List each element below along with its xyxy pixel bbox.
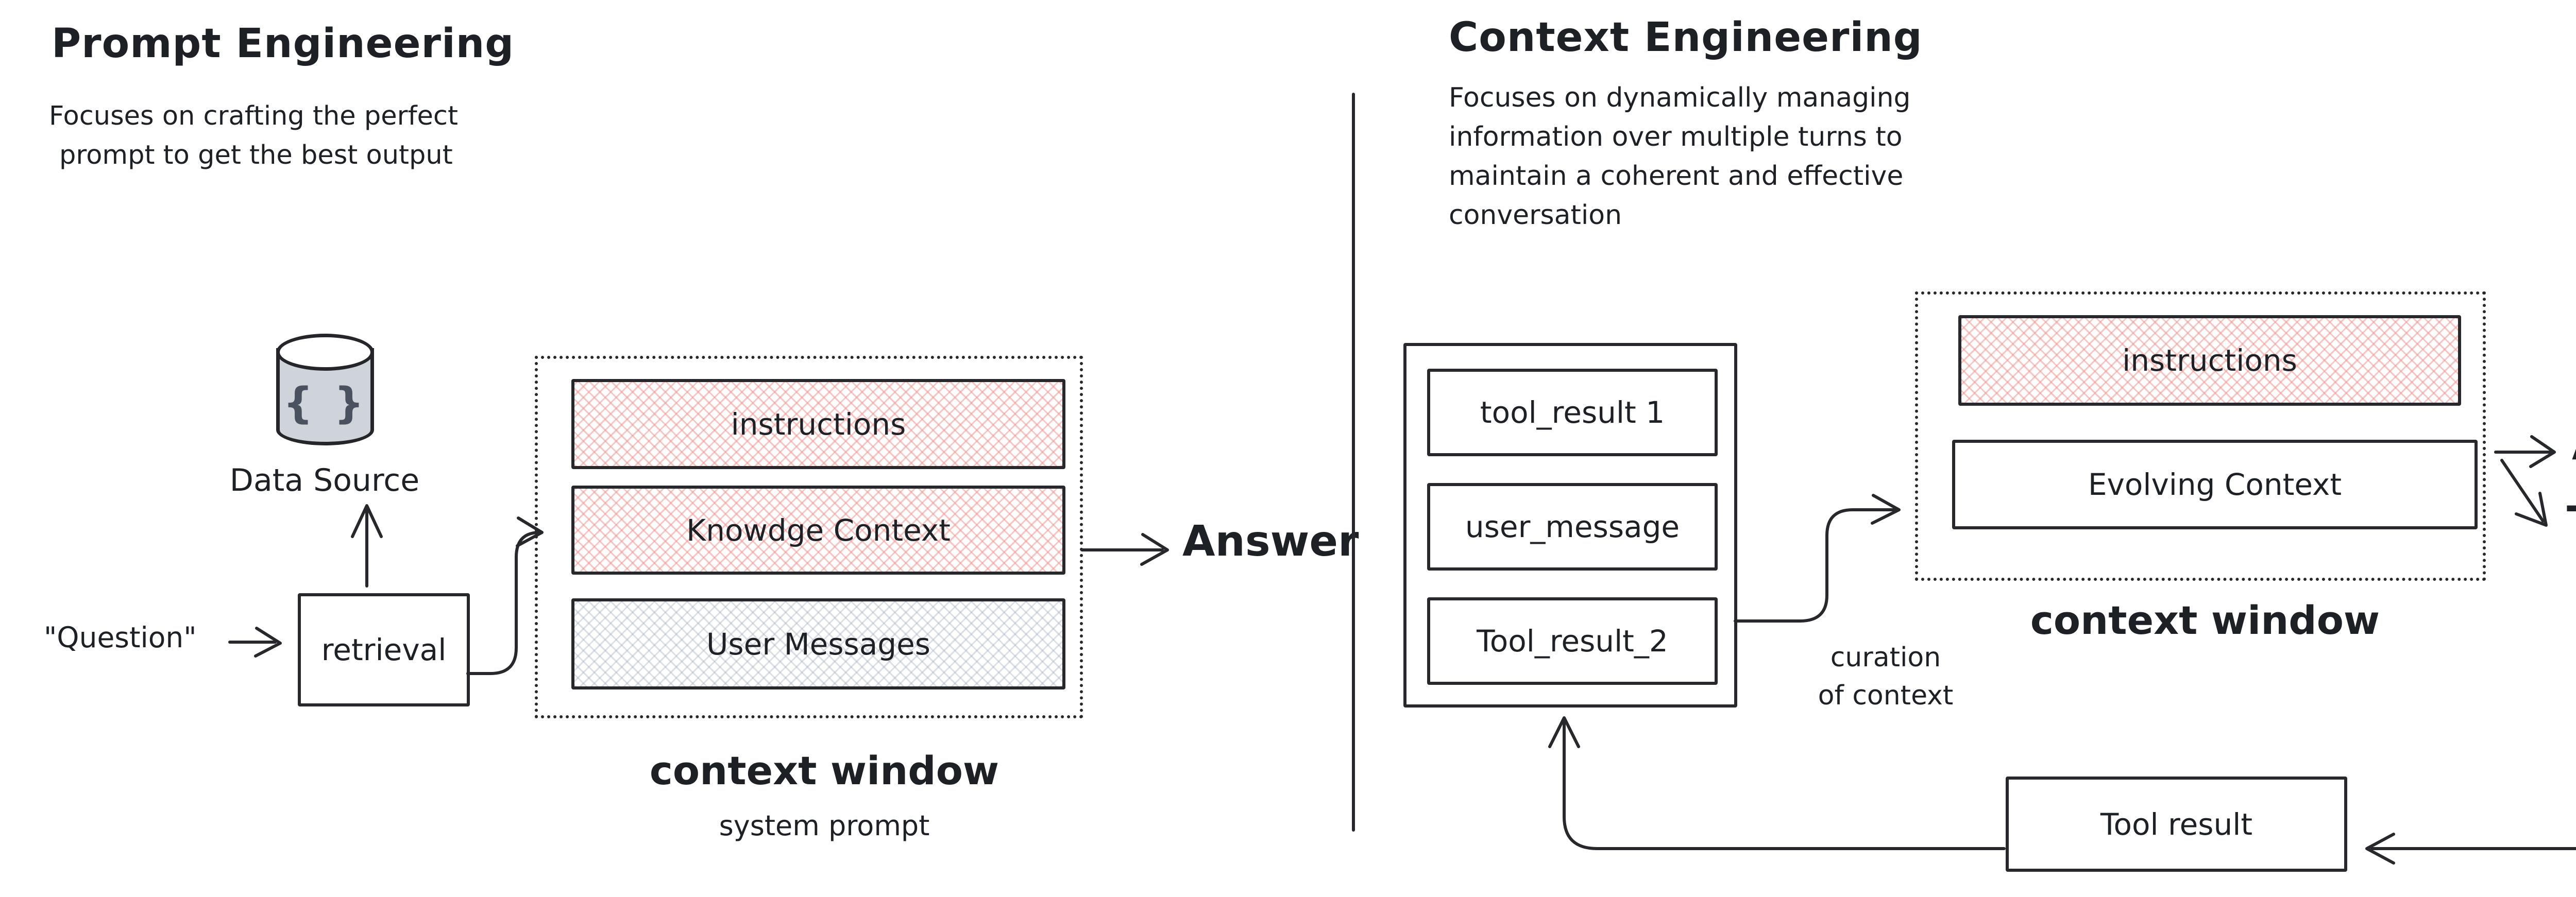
tool-call-label: Tool Call: [2567, 497, 2576, 545]
context-window-right: [1915, 291, 2486, 581]
data-source-cylinder: { }: [276, 334, 374, 447]
description-line: conversation: [1449, 200, 1622, 231]
tool-result-1-label: tool_result 1: [1480, 395, 1665, 430]
tool-result-2-label: Tool_result_2: [1477, 624, 1668, 659]
evolving-context-label: Evolving Context: [2088, 467, 2342, 502]
description-line: Focuses on crafting the perfect: [49, 101, 458, 131]
tool-result-box: Tool result: [2006, 777, 2347, 872]
panel-divider: [1352, 93, 1355, 832]
instructions-box-right: instructions: [1958, 315, 2461, 406]
description-line: maintain a coherent and effective: [1449, 161, 1904, 192]
arrow-retrieval-to-context-window-icon: [466, 516, 544, 675]
context-window-caption-left: context window: [649, 748, 999, 794]
instructions-label: instructions: [731, 406, 906, 442]
retrieval-box: retrieval: [298, 593, 470, 706]
curation-of-context-label: curation of context: [1777, 639, 1994, 715]
evolving-context-box: Evolving Context: [1952, 440, 2478, 529]
question-label: "Question": [44, 621, 197, 654]
retrieval-label: retrieval: [321, 632, 447, 667]
cylinder-top-ellipse: [276, 334, 374, 371]
system-prompt-caption: system prompt: [719, 809, 930, 842]
knowledge-context-box: Knowdge Context: [571, 486, 1065, 575]
prompt-engineering-title: Prompt Engineering: [52, 21, 515, 67]
answer-label-left: Answer: [1182, 517, 1359, 566]
arrow-up-to-data-source-icon: [351, 504, 383, 588]
instructions-label: instructions: [2122, 343, 2297, 378]
arrow-tool-result-to-stack-icon: [1548, 716, 2006, 850]
context-engineering-description: Focuses on dynamically managing informat…: [1449, 78, 1911, 235]
curation-line: of context: [1818, 680, 1954, 711]
context-window-caption-right: context window: [2030, 597, 2380, 643]
description-line: prompt to get the best output: [59, 140, 453, 170]
tool-result-label: Tool result: [2100, 806, 2253, 842]
instructions-box-left: instructions: [571, 379, 1065, 469]
description-line: information over multiple turns to: [1449, 122, 1903, 152]
answer-label-right: Answer: [2572, 421, 2576, 469]
user-messages-box: User Messages: [571, 598, 1065, 689]
arrow-to-answer-left-icon: [1080, 533, 1169, 566]
curation-line: curation: [1830, 642, 1941, 673]
description-line: Focuses on dynamically managing: [1449, 82, 1911, 113]
user-message-box: user_message: [1427, 483, 1718, 571]
arrow-question-to-retrieval-icon: [228, 627, 282, 658]
arrow-to-answer-right-icon: [2494, 435, 2556, 468]
knowledge-context-label: Knowdge Context: [686, 512, 951, 548]
prompt-engineering-description: Focuses on crafting the perfect prompt t…: [49, 97, 458, 175]
user-message-label: user_message: [1465, 509, 1680, 544]
arrow-to-tool-call-icon: [2500, 459, 2548, 527]
tool-result-1-box: tool_result 1: [1427, 369, 1718, 456]
context-engineering-title: Context Engineering: [1449, 14, 1923, 61]
braces-icon: { }: [283, 379, 367, 428]
tool-result-2-box: Tool_result_2: [1427, 597, 1718, 685]
user-messages-label: User Messages: [706, 626, 931, 662]
arrow-curation-icon: [1734, 494, 1901, 623]
data-source-label: Data Source: [229, 462, 420, 498]
